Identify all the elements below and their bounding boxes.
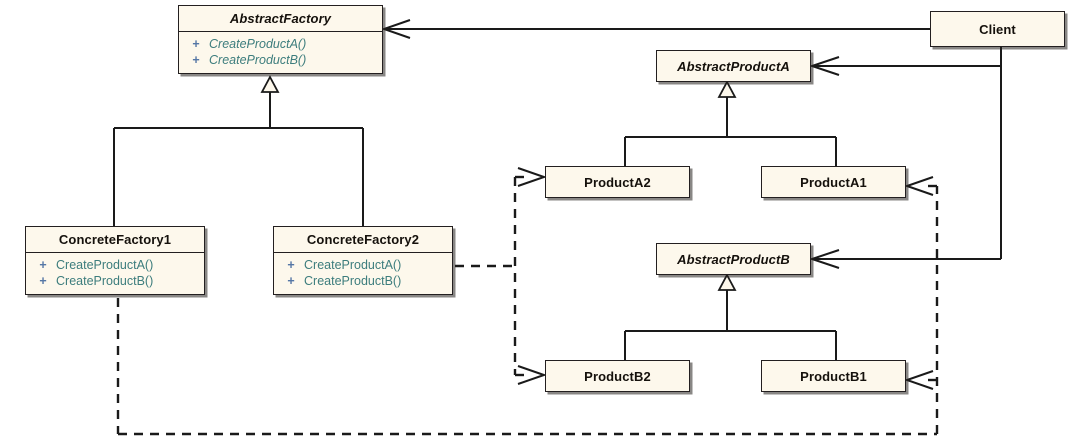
generalization-concretefactories-to-abstractfactory <box>113 75 364 226</box>
class-node-concretefactory2[interactable]: ConcreteFactory2 + CreateProductA() + Cr… <box>273 226 453 295</box>
class-node-producta2[interactable]: ProductA2 <box>545 166 690 198</box>
operation-row: + CreateProductB() <box>278 273 448 289</box>
arrowhead-dep-productb2 <box>517 365 548 385</box>
class-node-abstractproducta[interactable]: AbstractProductA <box>656 50 811 82</box>
arrowhead-dep-producta2 <box>517 167 548 187</box>
class-name-producta2: ProductA2 <box>584 174 651 190</box>
class-node-abstractfactory[interactable]: AbstractFactory + CreateProductA() + Cre… <box>178 5 383 74</box>
operations-compartment: + CreateProductA() + CreateProductB() <box>26 253 204 294</box>
class-node-abstractproductb[interactable]: AbstractProductB <box>656 243 811 275</box>
arrowhead-dep-producta1 <box>903 176 934 196</box>
operation-signature: CreateProductB() <box>304 274 402 288</box>
generalization-producta-to-abstractproducta <box>624 80 837 166</box>
generalization-productb-to-abstractproductb <box>624 273 837 360</box>
visibility-marker: + <box>39 274 47 288</box>
class-name-client: Client <box>979 21 1016 37</box>
dependency-concretefactory2-to-products <box>455 175 530 377</box>
operation-row: + CreateProductA() <box>278 257 448 273</box>
operations-compartment: + CreateProductA() + CreateProductB() <box>179 32 382 73</box>
class-node-productb2[interactable]: ProductB2 <box>545 360 690 392</box>
visibility-marker: + <box>287 274 295 288</box>
class-name-concretefactory2: ConcreteFactory2 <box>306 232 420 247</box>
operation-row: + CreateProductA() <box>183 36 378 52</box>
class-node-client[interactable]: Client <box>930 11 1065 47</box>
visibility-marker: + <box>39 258 47 272</box>
association-client-to-abstractproducta <box>808 47 1002 76</box>
operation-signature: CreateProductA() <box>56 258 154 272</box>
class-node-productb1[interactable]: ProductB1 <box>761 360 906 392</box>
arrowhead-dep-productb1 <box>903 370 934 390</box>
operation-row: + CreateProductB() <box>30 273 200 289</box>
operation-signature: CreateProductB() <box>56 274 154 288</box>
compartment-divider <box>274 252 452 253</box>
class-node-concretefactory1[interactable]: ConcreteFactory1 + CreateProductA() + Cr… <box>25 226 205 295</box>
class-name-abstractproductb: AbstractProductB <box>677 251 790 267</box>
class-name-productb2: ProductB2 <box>584 368 651 384</box>
class-node-producta1[interactable]: ProductA1 <box>761 166 906 198</box>
operation-signature: CreateProductA() <box>209 37 307 51</box>
class-name-producta1: ProductA1 <box>800 174 867 190</box>
class-name-abstractproducta: AbstractProductA <box>677 58 790 74</box>
visibility-marker: + <box>192 53 200 67</box>
operation-row: + CreateProductB() <box>183 52 378 68</box>
visibility-marker: + <box>192 37 200 51</box>
compartment-divider <box>26 252 204 253</box>
class-name-productb1: ProductB1 <box>800 368 867 384</box>
operations-compartment: + CreateProductA() + CreateProductB() <box>274 253 452 294</box>
association-client-to-abstractfactory <box>380 19 930 39</box>
operation-signature: CreateProductA() <box>304 258 402 272</box>
dependency-concretefactory1-to-products <box>116 184 939 436</box>
class-name-abstractfactory: AbstractFactory <box>229 11 332 26</box>
operation-signature: CreateProductB() <box>209 53 307 67</box>
class-name-concretefactory1: ConcreteFactory1 <box>58 232 172 247</box>
visibility-marker: + <box>287 258 295 272</box>
operation-row: + CreateProductA() <box>30 257 200 273</box>
compartment-divider <box>179 31 382 32</box>
